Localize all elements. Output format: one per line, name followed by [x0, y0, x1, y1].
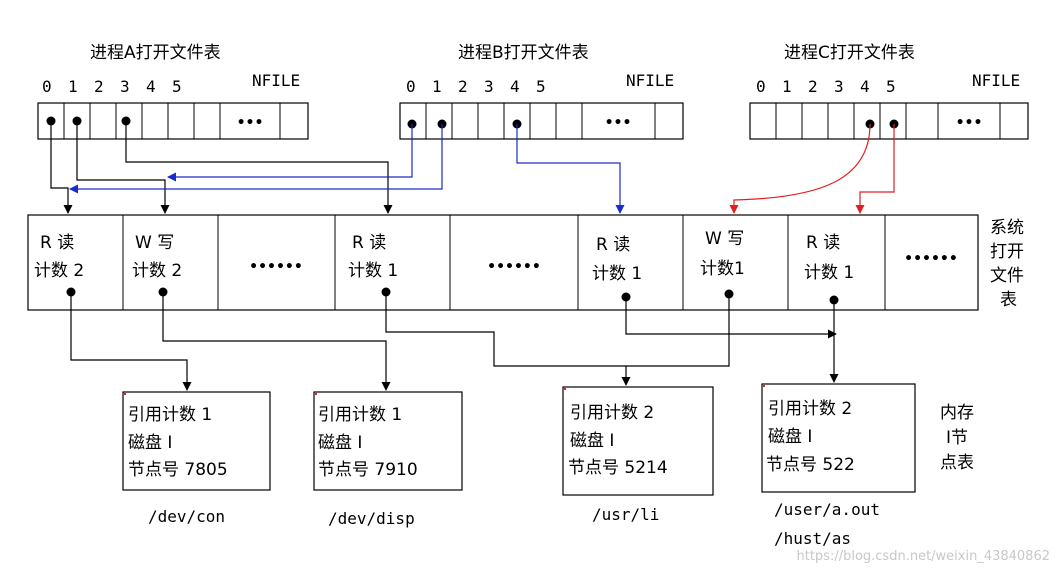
process-a-title: 进程A打开文件表: [90, 43, 221, 63]
process-a-nfile: NFILE: [252, 71, 300, 90]
arrow-c4-to-entry7: [729, 123, 871, 214]
sys-entry-ellipsis-1: ••••••: [249, 259, 303, 275]
sys-entry-6-count: 计数 1: [592, 264, 642, 284]
process-c-table-frame: [749, 102, 1029, 140]
arrow-c5-to-entry8: [855, 124, 895, 214]
inode-4-node: 节点号 522: [766, 455, 855, 475]
process-b-index-3: 3: [484, 77, 494, 96]
sys-entry-6-mode: R 读: [596, 235, 630, 255]
memory-label-line-1: 内存: [940, 403, 974, 423]
process-b-table: 进程B打开文件表 0 1 2 3 4 5 NFILE •••: [399, 43, 684, 140]
process-c-index-3: 3: [834, 77, 844, 96]
process-b-ellipsis: •••: [605, 115, 632, 131]
inode-1-node: 节点号 7805: [128, 460, 228, 480]
process-c-ellipsis: •••: [956, 115, 983, 131]
system-file-table-frame: [27, 214, 979, 311]
arrow-a0-to-entry1: [50, 121, 73, 214]
sys-entry-7-mode: W 写: [705, 229, 744, 249]
memory-inode-label: 内存 I节 点表: [940, 403, 974, 473]
inode-box-1: [122, 391, 271, 491]
inode-2-path: /dev/disp: [328, 509, 415, 528]
sys-entry-7-count: 计数1: [700, 259, 745, 279]
arrow-entry7-to-inode3: [626, 294, 730, 367]
inode-3-node: 节点号 5214: [568, 458, 668, 478]
process-a-table-frame: [37, 102, 309, 140]
sys-entry-4-count: 计数 1: [348, 261, 398, 281]
inode-box-2: [313, 391, 463, 491]
process-b-table-frame: [399, 102, 684, 140]
arrow-b1-to-entry1: [69, 124, 443, 194]
process-b-index-4: 4: [510, 77, 520, 96]
arrow-entry2-to-inode2: [162, 292, 391, 391]
process-b-title: 进程B打开文件表: [458, 43, 589, 63]
inode-3-path: /usr/li: [592, 505, 659, 524]
system-label-line-4: 表: [1000, 290, 1017, 310]
inode-2-ref: 引用计数 1: [318, 405, 402, 425]
sys-entry-1-count: 计数 2: [34, 261, 84, 281]
process-c-title: 进程C打开文件表: [784, 43, 915, 63]
inode-2-disk: 磁盘 I: [318, 433, 362, 453]
inode-4-path-2: /hust/as: [774, 529, 851, 548]
process-a-ellipsis: •••: [237, 115, 264, 131]
process-c-index-2: 2: [808, 77, 818, 96]
process-b-nfile: NFILE: [626, 71, 674, 90]
arrow-entry1-to-inode1: [70, 292, 192, 391]
inode-7910: 引用计数 1 磁盘 I 节点号 7910 /dev/disp: [313, 391, 463, 528]
process-c-nfile: NFILE: [972, 71, 1020, 90]
inode-2-node: 节点号 7910: [318, 460, 418, 480]
process-b-index-2: 2: [458, 77, 468, 96]
arrow-b4-to-entry6: [516, 124, 625, 214]
sys-entry-ellipsis-2: ••••••: [487, 259, 541, 275]
process-c-index-5: 5: [886, 77, 896, 96]
process-a-index-5: 5: [172, 77, 182, 96]
inode-3-disk: 磁盘 I: [570, 431, 614, 451]
memory-label-line-3: 点表: [940, 453, 974, 473]
inode-box-4: [761, 383, 916, 493]
sys-entry-4-mode: R 读: [352, 233, 386, 253]
inode-1-ref: 引用计数 1: [128, 405, 212, 425]
system-file-table: R 读 计数 2 W 写 计数 2 •••••• R 读 计数 1 ••••••…: [27, 214, 979, 311]
inode-4-path-1: /user/a.out: [774, 500, 880, 519]
inode-4-ref: 引用计数 2: [768, 399, 852, 419]
arrow-a3-to-entry4: [125, 121, 393, 214]
arrow-entry4-to-inode3: [385, 292, 631, 386]
process-c-index-4: 4: [860, 77, 870, 96]
inode-box-3: [562, 386, 714, 496]
memory-label-line-2: I节: [946, 428, 968, 448]
process-c-table: 进程C打开文件表 0 1 2 3 4 5 NFILE •••: [749, 43, 1029, 140]
inode-4-disk: 磁盘 I: [768, 427, 812, 447]
inode-3-ref: 引用计数 2: [570, 403, 654, 423]
system-label-line-1: 系统: [990, 218, 1024, 238]
process-b-index-1: 1: [432, 77, 442, 96]
process-a-index-3: 3: [120, 77, 130, 96]
process-a-index-1: 1: [68, 77, 78, 96]
sys-entry-ellipsis-3: ••••••: [904, 251, 958, 267]
process-a-table: 进程A打开文件表 0 1 2 3 4 5 NFILE •••: [37, 43, 309, 140]
inode-522: 引用计数 2 磁盘 I 节点号 522 /user/a.out /hust/as: [761, 383, 916, 548]
process-a-index-4: 4: [146, 77, 156, 96]
process-b-index-0: 0: [406, 77, 416, 96]
process-a-index-0: 0: [42, 77, 52, 96]
process-a-index-2: 2: [94, 77, 104, 96]
sys-entry-8-count: 计数 1: [804, 263, 854, 283]
inode-1-path: /dev/con: [148, 507, 225, 526]
watermark: https://blog.csdn.net/weixin_43840862: [796, 549, 1050, 564]
arrow-a1-to-entry2: [76, 121, 170, 214]
system-table-label: 系统 打开 文件 表: [990, 218, 1024, 310]
process-c-index-0: 0: [756, 77, 766, 96]
sys-entry-1-mode: R 读: [40, 233, 74, 253]
sys-entry-8-mode: R 读: [806, 233, 840, 253]
process-b-index-5: 5: [536, 77, 546, 96]
inode-1-disk: 磁盘 I: [128, 433, 172, 453]
sys-entry-2-mode: W 写: [135, 233, 174, 253]
inode-5214: 引用计数 2 磁盘 I 节点号 5214 /usr/li: [562, 386, 714, 524]
arrow-b0-to-entry2: [167, 124, 413, 182]
system-label-line-2: 打开: [990, 242, 1024, 262]
inode-7805: 引用计数 1 磁盘 I 节点号 7805 /dev/con: [122, 391, 271, 526]
process-c-index-1: 1: [782, 77, 792, 96]
system-label-line-3: 文件: [990, 266, 1024, 286]
sys-entry-2-count: 计数 2: [132, 261, 182, 281]
arrow-entry6-to-inode4: [625, 297, 837, 339]
